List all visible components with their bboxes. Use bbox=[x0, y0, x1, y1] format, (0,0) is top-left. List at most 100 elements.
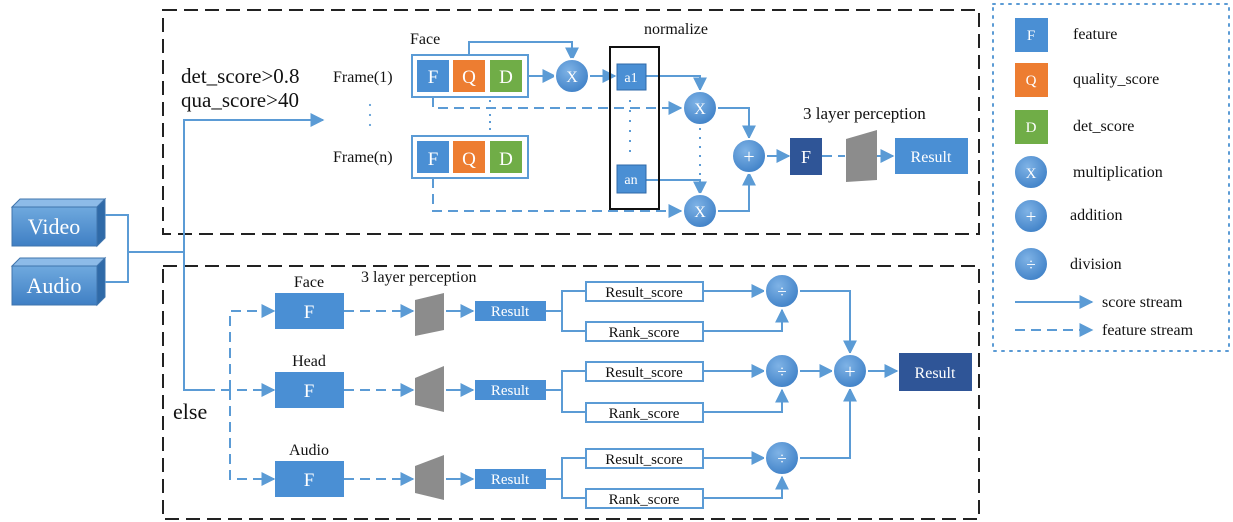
multiply-symbol: X bbox=[694, 204, 706, 221]
top-perception-label: 3 layer perception bbox=[803, 104, 926, 123]
top-result-text: Result bbox=[911, 149, 952, 166]
legend-symbol: X bbox=[1026, 166, 1037, 182]
else-label: else bbox=[173, 399, 207, 424]
top-feature-box: F bbox=[790, 138, 822, 175]
divide-symbol: ÷ bbox=[777, 282, 786, 301]
legend-symbol: ÷ bbox=[1026, 255, 1035, 274]
legend-feature: F feature bbox=[1015, 18, 1117, 52]
legend-multiplication: X multiplication bbox=[1013, 154, 1163, 190]
legend-text: feature stream bbox=[1102, 322, 1194, 339]
branch-head-perception bbox=[415, 366, 444, 412]
a1-text: a1 bbox=[624, 71, 637, 86]
plus-symbol: + bbox=[844, 361, 855, 383]
result-text: Result bbox=[491, 383, 530, 399]
frames-ellipsis-2: · bbox=[367, 105, 373, 125]
result-text: Result bbox=[491, 304, 530, 320]
normalize-label: normalize bbox=[644, 21, 708, 38]
normalize-box bbox=[609, 46, 660, 210]
branch-audio-feature: F bbox=[275, 461, 344, 497]
frame1-quality: Q bbox=[462, 67, 476, 88]
framen-fqd: F Q D bbox=[411, 135, 529, 179]
legend-feature-stream: feature stream bbox=[1015, 322, 1194, 339]
add-circle-bottom: + bbox=[832, 353, 868, 389]
branch-face-label: Face bbox=[294, 274, 324, 291]
legend-text: det_score bbox=[1073, 118, 1134, 135]
legend-frame bbox=[992, 3, 1230, 352]
divide-symbol: ÷ bbox=[777, 362, 786, 381]
top-lines bbox=[468, 41, 895, 212]
legend-symbol: Q bbox=[1026, 73, 1037, 89]
audio-label: Audio bbox=[27, 273, 82, 298]
final-result-text: Result bbox=[915, 365, 956, 382]
framen-det: D bbox=[499, 149, 513, 170]
branch-head-feature: F bbox=[275, 372, 344, 408]
feature-text: F bbox=[304, 381, 315, 402]
multiply-symbol: X bbox=[566, 69, 578, 86]
a1-box: a1 bbox=[616, 63, 647, 91]
frames-ellipsis-3: · bbox=[367, 115, 373, 135]
multiply-symbol: X bbox=[694, 101, 706, 118]
divide-symbol: ÷ bbox=[777, 449, 786, 468]
bottom-region-frame bbox=[162, 265, 980, 520]
divide-circle-head: ÷ bbox=[764, 353, 800, 389]
legend-text: addition bbox=[1070, 207, 1122, 224]
branch-face-result: Result bbox=[475, 301, 546, 321]
legend: F feature Q quality_score D det_score X … bbox=[1013, 18, 1194, 339]
divide-circle-audio: ÷ bbox=[764, 440, 800, 476]
legend-score-stream: score stream bbox=[1015, 294, 1183, 311]
qua-score-condition: qua_score>40 bbox=[181, 88, 299, 112]
top-perception-shape bbox=[846, 130, 877, 182]
legend-text: score stream bbox=[1102, 294, 1183, 311]
legend-symbol: F bbox=[1027, 28, 1035, 44]
branch-audio-result: Result bbox=[475, 469, 546, 489]
frames-ellipsis: · bbox=[367, 95, 373, 115]
legend-text: multiplication bbox=[1073, 164, 1163, 181]
face-result-score: Result_score bbox=[605, 285, 683, 301]
legend-text: feature bbox=[1073, 26, 1117, 43]
audio-rank-score: Rank_score bbox=[609, 492, 680, 508]
head-rank-score: Rank_score bbox=[609, 406, 680, 422]
multiply-circle-3: X bbox=[682, 193, 718, 229]
feature-text: F bbox=[304, 302, 315, 323]
result-text: Result bbox=[491, 472, 530, 488]
add-circle-top: + bbox=[731, 138, 767, 174]
input-lines bbox=[105, 113, 325, 391]
branch-audio-label: Audio bbox=[289, 442, 329, 459]
final-result-box: Result bbox=[899, 353, 972, 391]
multiply-circle-1: X bbox=[554, 58, 590, 94]
an-text: an bbox=[624, 173, 637, 188]
top-region-frame bbox=[162, 9, 980, 235]
face-label-top: Face bbox=[410, 31, 440, 48]
frame1-det: D bbox=[499, 67, 513, 88]
audio-result-score: Result_score bbox=[605, 452, 683, 468]
video-label: Video bbox=[28, 214, 80, 239]
face-rank-score: Rank_score bbox=[609, 325, 680, 341]
divide-circle-face: ÷ bbox=[764, 273, 800, 309]
framen-label: Frame(n) bbox=[333, 149, 393, 166]
branch-head-label: Head bbox=[292, 353, 326, 370]
top-dashed-lines bbox=[432, 97, 845, 218]
plus-symbol: + bbox=[743, 146, 754, 168]
audio-input: Audio bbox=[10, 256, 107, 307]
branch-face-feature: F bbox=[275, 293, 344, 329]
legend-text: division bbox=[1070, 256, 1122, 273]
legend-symbol: D bbox=[1026, 120, 1037, 136]
score-boxes bbox=[585, 281, 704, 509]
head-result-score: Result_score bbox=[605, 365, 683, 381]
feature-text: F bbox=[304, 470, 315, 491]
branch-face-perception bbox=[415, 293, 444, 336]
det-score-condition: det_score>0.8 bbox=[181, 64, 300, 88]
branch-audio-perception bbox=[415, 455, 444, 500]
multiply-circle-2: X bbox=[682, 90, 718, 126]
bottom-feed-lines bbox=[205, 304, 415, 486]
top-result-box: Result bbox=[895, 138, 968, 174]
legend-symbol: + bbox=[1026, 207, 1037, 228]
legend-division: ÷ division bbox=[1013, 246, 1122, 282]
an-box: an bbox=[616, 164, 647, 194]
legend-addition: + addition bbox=[1013, 198, 1122, 234]
legend-det: D det_score bbox=[1015, 110, 1134, 144]
frame1-label: Frame(1) bbox=[333, 69, 393, 86]
bottom-score-lines bbox=[446, 284, 899, 499]
bottom-perception-label: 3 layer perception bbox=[361, 269, 477, 286]
